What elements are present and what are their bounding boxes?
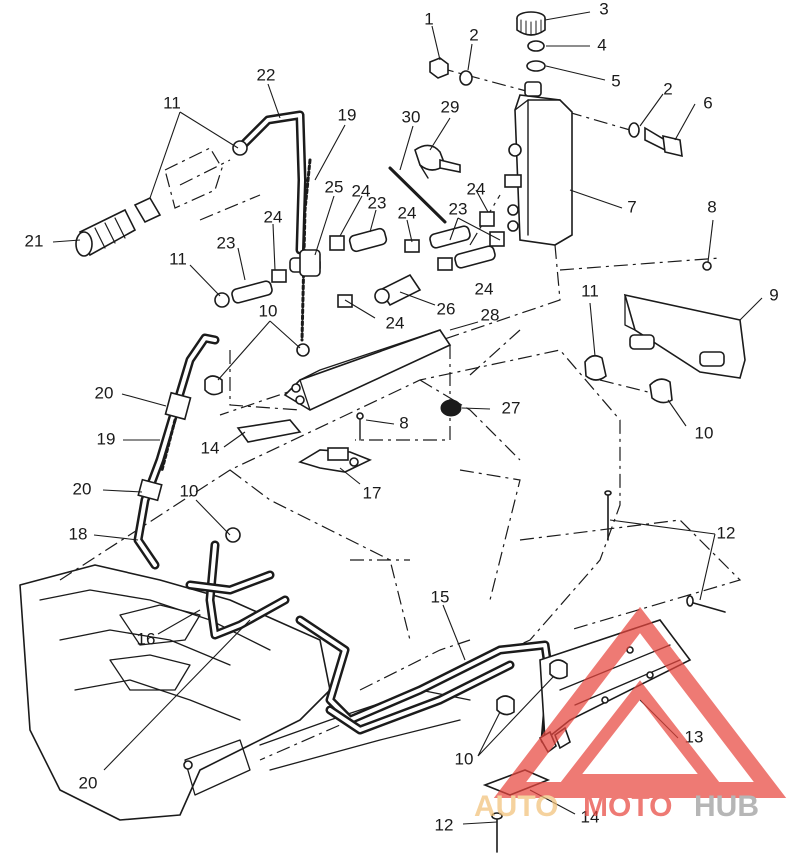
watermark-moto: MOTO (583, 790, 672, 823)
callout-24: 24 (475, 279, 494, 298)
bracket-28 (283, 329, 452, 411)
fuel-tank-7 (504, 81, 573, 246)
callout-5: 5 (611, 71, 620, 90)
callout-18: 18 (69, 524, 88, 543)
callout-23: 23 (217, 233, 236, 252)
callout-19: 19 (97, 429, 116, 448)
watermark-logo: AUTO MOTO HUB (474, 606, 787, 823)
callout-20: 20 (73, 479, 92, 498)
callout-24: 24 (264, 207, 283, 226)
fittings (214, 211, 505, 308)
inner-triangle-icon (557, 680, 723, 786)
hose-18-19-20 (133, 333, 220, 570)
callout-27: 27 (502, 398, 521, 417)
primer-21 (75, 196, 162, 257)
callout-22: 22 (257, 65, 276, 84)
callout-4: 4 (597, 35, 606, 54)
callout-10: 10 (695, 423, 714, 442)
callout-14: 14 (581, 807, 600, 826)
fuel-line-15 (295, 615, 555, 745)
callout-23: 23 (368, 193, 387, 212)
callout-9: 9 (769, 285, 778, 304)
callout-14: 14 (201, 438, 220, 457)
filter-29 (414, 144, 461, 179)
callout-10: 10 (455, 749, 474, 768)
callout-24: 24 (386, 313, 405, 332)
clamp-11-right (584, 354, 607, 381)
callout-20: 20 (95, 383, 114, 402)
callout-11: 11 (163, 93, 181, 112)
callout-1: 1 (424, 9, 433, 28)
mount-plate-9 (623, 293, 746, 379)
callout-19: 19 (338, 105, 357, 124)
gasket-4 (527, 40, 545, 52)
callout-20: 20 (79, 773, 98, 792)
callout-6: 6 (703, 93, 712, 112)
hose-19-top (300, 158, 312, 342)
callout-24: 24 (467, 179, 486, 198)
callout-labels: 1 2 3 4 5 2 6 7 8 9 22 11 19 30 29 25 24… (25, 0, 779, 834)
callout-26: 26 (437, 299, 456, 318)
callout-2: 2 (663, 79, 672, 98)
callout-7: 7 (627, 197, 636, 216)
callout-10: 10 (180, 481, 199, 500)
watermark-hub: HUB (694, 790, 759, 823)
clamp-11-top (232, 140, 248, 156)
nut-1 (429, 57, 449, 79)
warning-triangle-icon (493, 606, 787, 798)
clamp-10-right (649, 378, 673, 404)
callout-2: 2 (469, 25, 478, 44)
callout-10: 10 (259, 301, 278, 320)
ring-5 (526, 60, 546, 72)
callout-12: 12 (717, 523, 736, 542)
bracket-17 (298, 447, 372, 473)
callout-11: 11 (169, 249, 187, 268)
callout-21: 21 (25, 231, 44, 250)
callout-29: 29 (441, 97, 460, 116)
hose-22 (235, 110, 307, 255)
callout-8: 8 (399, 413, 408, 432)
callout-12: 12 (435, 815, 454, 834)
callout-23: 23 (449, 199, 468, 218)
washer-2 (459, 70, 473, 86)
plate-14-top (236, 419, 302, 443)
callout-24: 24 (398, 203, 417, 222)
callout-24: 24 (352, 181, 371, 200)
callout-25: 25 (325, 177, 344, 196)
callout-17: 17 (363, 483, 382, 502)
callout-11: 11 (581, 281, 599, 300)
rod-30 (388, 166, 447, 224)
callout-16: 16 (137, 629, 156, 648)
callout-28: 28 (481, 305, 500, 324)
fuel-line-16 (185, 527, 290, 640)
callout-8: 8 (707, 197, 716, 216)
callout-3: 3 (599, 0, 608, 18)
washer-2-right (628, 122, 640, 138)
watermark-auto: AUTO (474, 790, 558, 823)
callout-30: 30 (402, 107, 421, 126)
clamp-10-a (204, 375, 223, 396)
bolt-6 (644, 126, 666, 152)
cap-3 (516, 11, 546, 36)
callout-13: 13 (685, 727, 704, 746)
callout-15: 15 (431, 587, 450, 606)
screws-12 (491, 490, 726, 853)
